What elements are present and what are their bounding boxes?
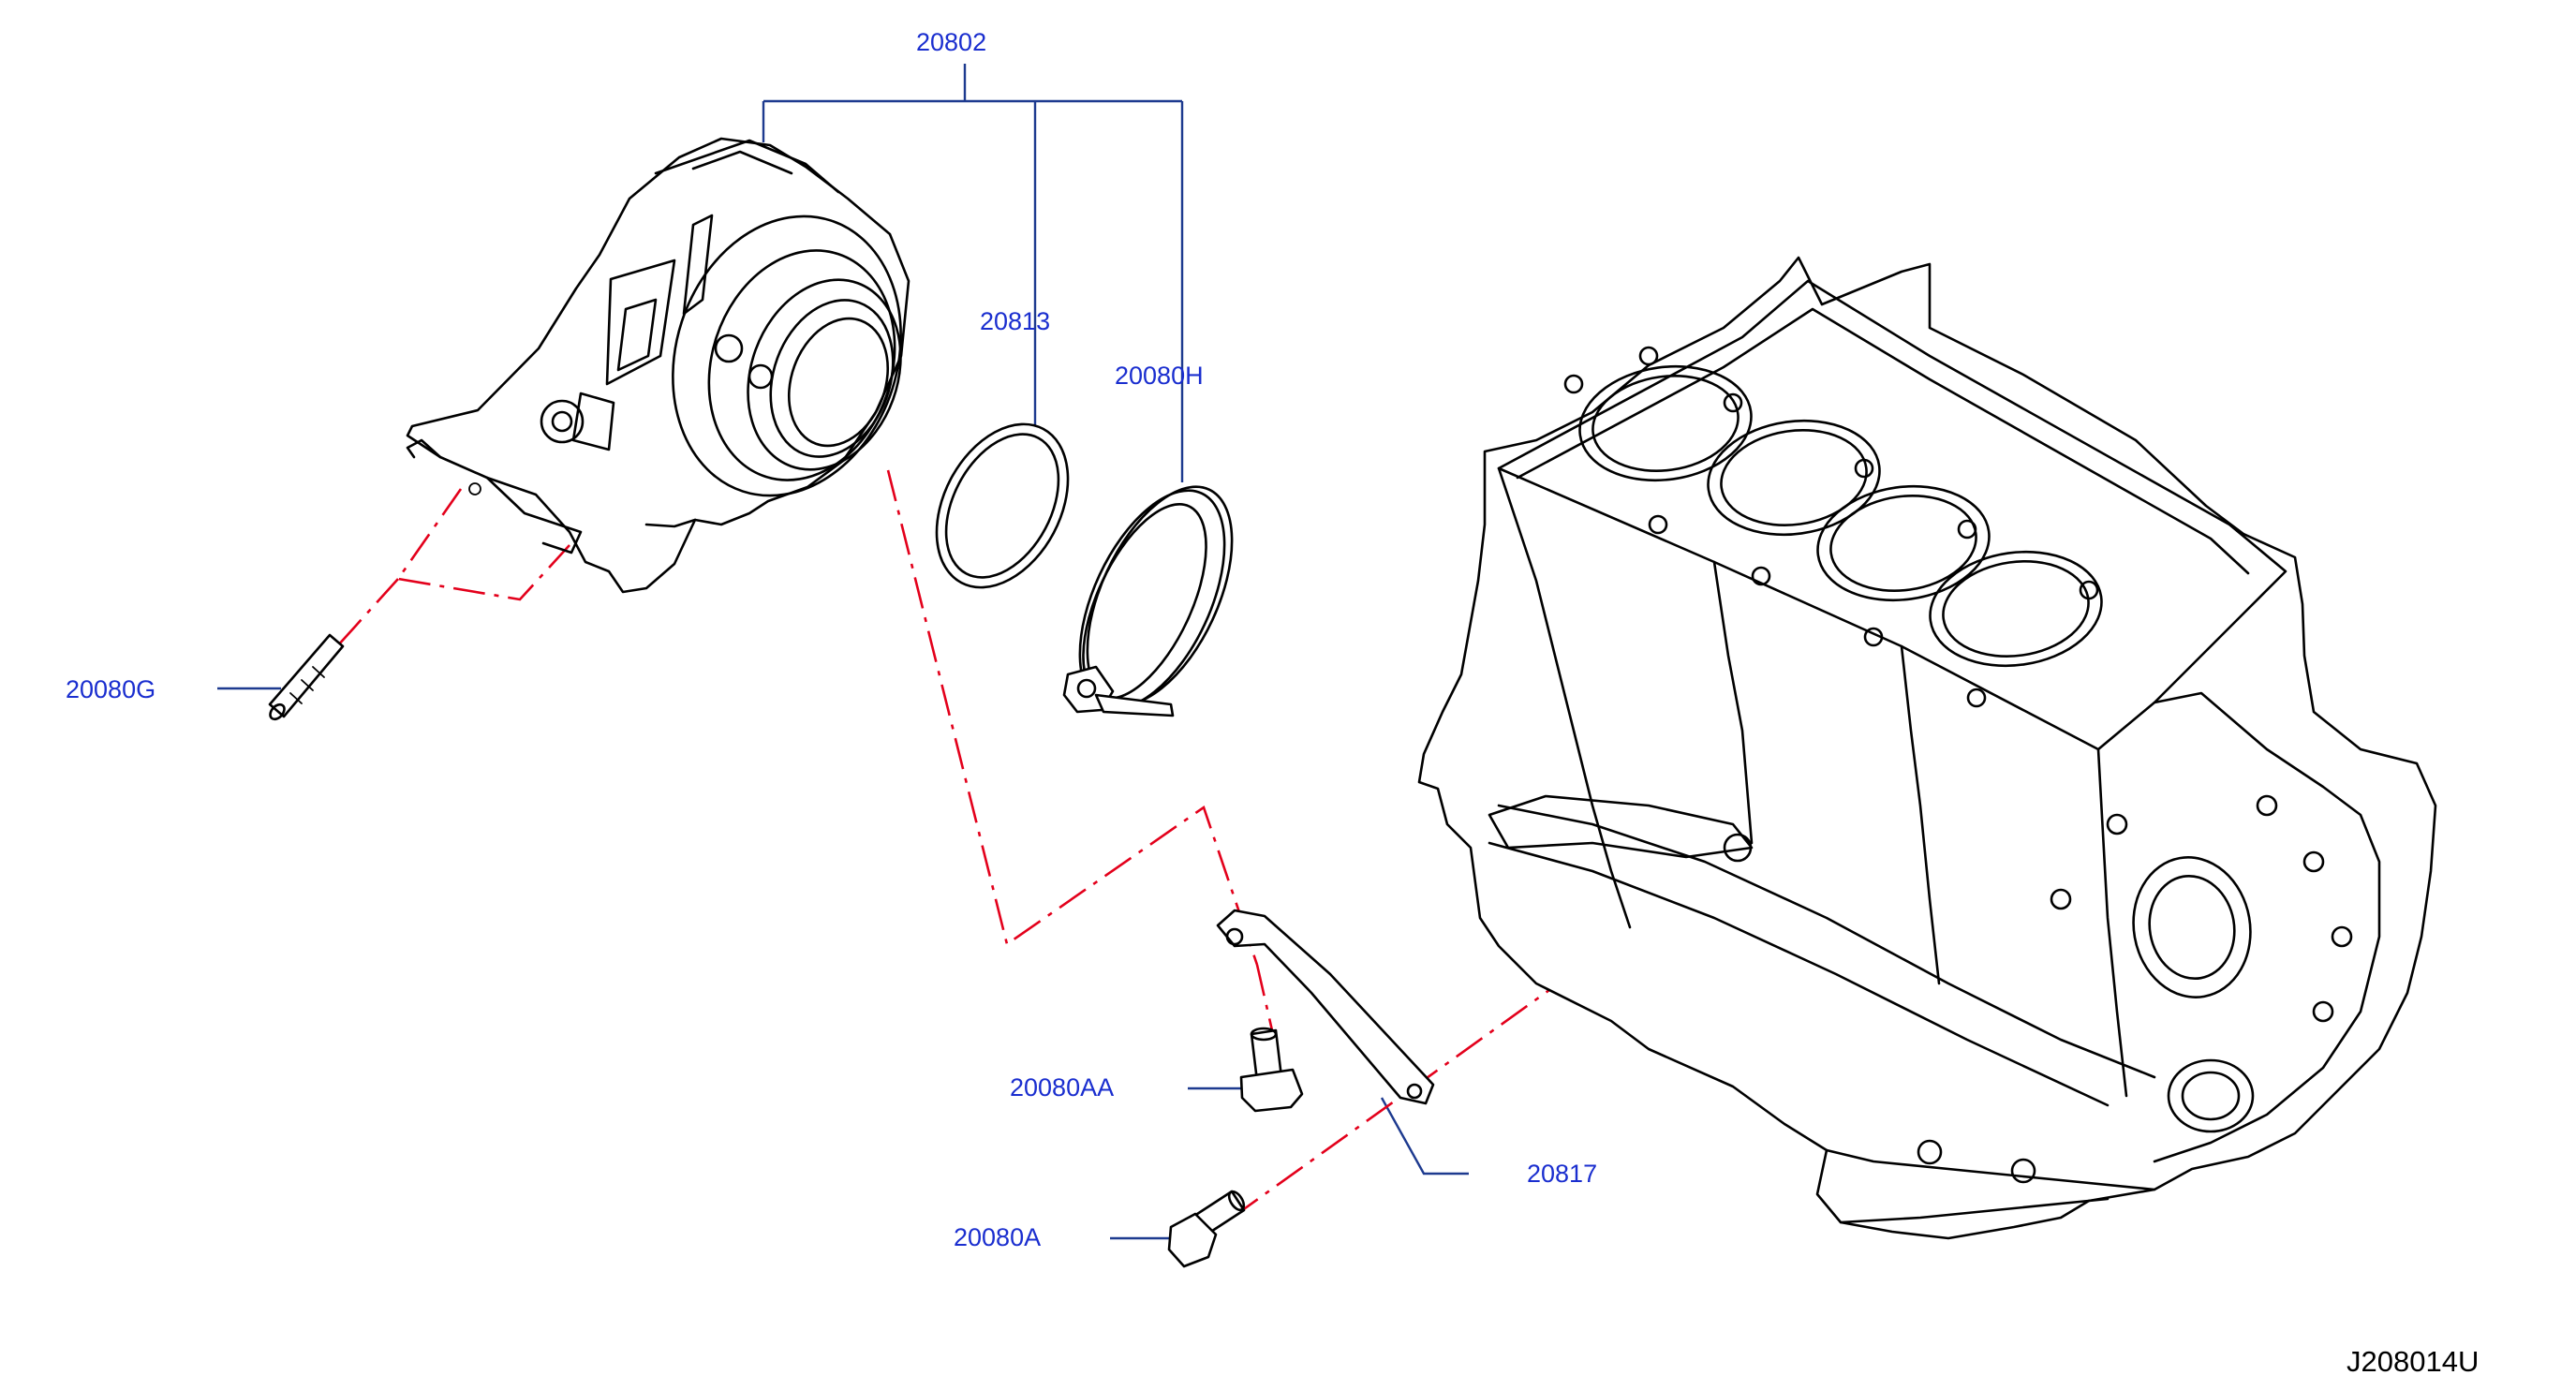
part-label-20080H: 20080H — [1115, 362, 1204, 390]
clamp-20080H — [1062, 485, 1234, 717]
catalytic-converter-20802 — [406, 137, 910, 594]
drawing-code: J208014U — [2347, 1345, 2480, 1378]
stud-20080G — [268, 633, 345, 721]
gasket-ring-20813 — [935, 422, 1070, 589]
part-label-20080G: 20080G — [66, 675, 156, 703]
phantom-lines — [336, 469, 1753, 1218]
bolt-20080A — [1167, 1190, 1246, 1268]
leader-20802 — [762, 64, 1184, 482]
part-label-20080AA: 20080AA — [1010, 1073, 1115, 1102]
part-label-20817: 20817 — [1527, 1160, 1598, 1188]
bracket-20817 — [1216, 909, 1435, 1105]
cylinder-block — [1417, 256, 2437, 1240]
part-label-20080A: 20080A — [954, 1223, 1042, 1251]
bolt-20080AA — [1239, 1027, 1304, 1113]
part-label-20802: 20802 — [916, 28, 987, 56]
phantom-line-20080G — [336, 488, 570, 647]
leader-lines — [217, 64, 1469, 1240]
part-label-20813: 20813 — [980, 307, 1051, 335]
leader-20817 — [1380, 1097, 1469, 1176]
phantom-line-20802-to-bracket — [886, 469, 1274, 1031]
phantom-line-20080A — [1234, 843, 1753, 1218]
